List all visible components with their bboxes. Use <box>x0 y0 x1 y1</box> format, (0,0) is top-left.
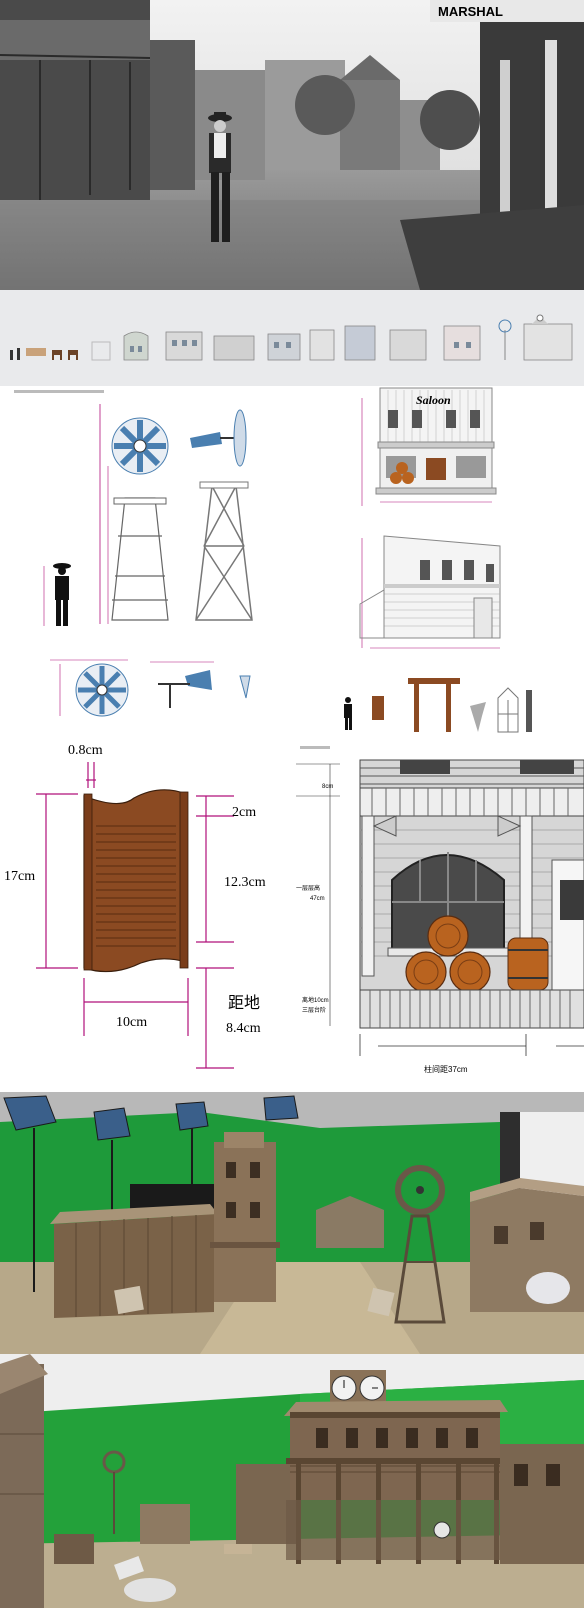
cowboy-figure <box>208 112 232 242</box>
dim-top-width: 0.8cm <box>68 743 103 758</box>
human-scale-figure <box>53 563 71 626</box>
studio-set-photo-2 <box>0 1354 584 1608</box>
ground-distance-title: 距地 <box>228 994 260 1012</box>
saloon-door-drawing: 0.8cm 17cm <box>4 743 266 1069</box>
dim-width: 10cm <box>116 1015 147 1030</box>
windmill-side-view <box>190 409 253 621</box>
blueprint-drawings: Saloon <box>0 386 584 750</box>
dimension-details: 0.8cm 17cm <box>0 740 584 1092</box>
saloon-facade-section: 8cm 一层层高 47cm 离地10cm 三层台阶 <box>296 746 584 1074</box>
saloon-front-blueprint: Saloon <box>361 387 497 506</box>
western-street-photo: MARSHAL <box>0 0 584 290</box>
dim-top-small: 8cm <box>322 784 333 790</box>
windmill-wheel-detail <box>50 659 129 717</box>
windmill-prop <box>394 1165 446 1324</box>
saloon-sign-text: Saloon <box>416 393 451 407</box>
building-lineup-strip <box>0 290 584 386</box>
props-row <box>344 678 532 733</box>
dim-door-height: 12.3cm <box>224 875 266 890</box>
floor-height-value: 47cm <box>310 896 325 902</box>
ground-distance-value: 8.4cm <box>226 1021 261 1036</box>
floor-height-label: 一层层高 <box>296 884 320 892</box>
windmill-front-view <box>99 404 169 624</box>
dim-top-gap: 2cm <box>232 805 256 820</box>
stage-label-2: 三层台阶 <box>302 1006 326 1014</box>
dim-total-height: 17cm <box>4 869 35 884</box>
side-building-blueprint <box>359 535 501 649</box>
studio-set-photo-1 <box>0 1092 584 1354</box>
clock-tower-saloon <box>284 1370 508 1564</box>
windmill-vane-detail <box>150 661 251 708</box>
column-spacing-label: 柱间距37cm <box>424 1064 468 1074</box>
stage-label-1: 离地10cm <box>302 996 329 1004</box>
marshal-sign: MARSHAL <box>438 4 503 19</box>
